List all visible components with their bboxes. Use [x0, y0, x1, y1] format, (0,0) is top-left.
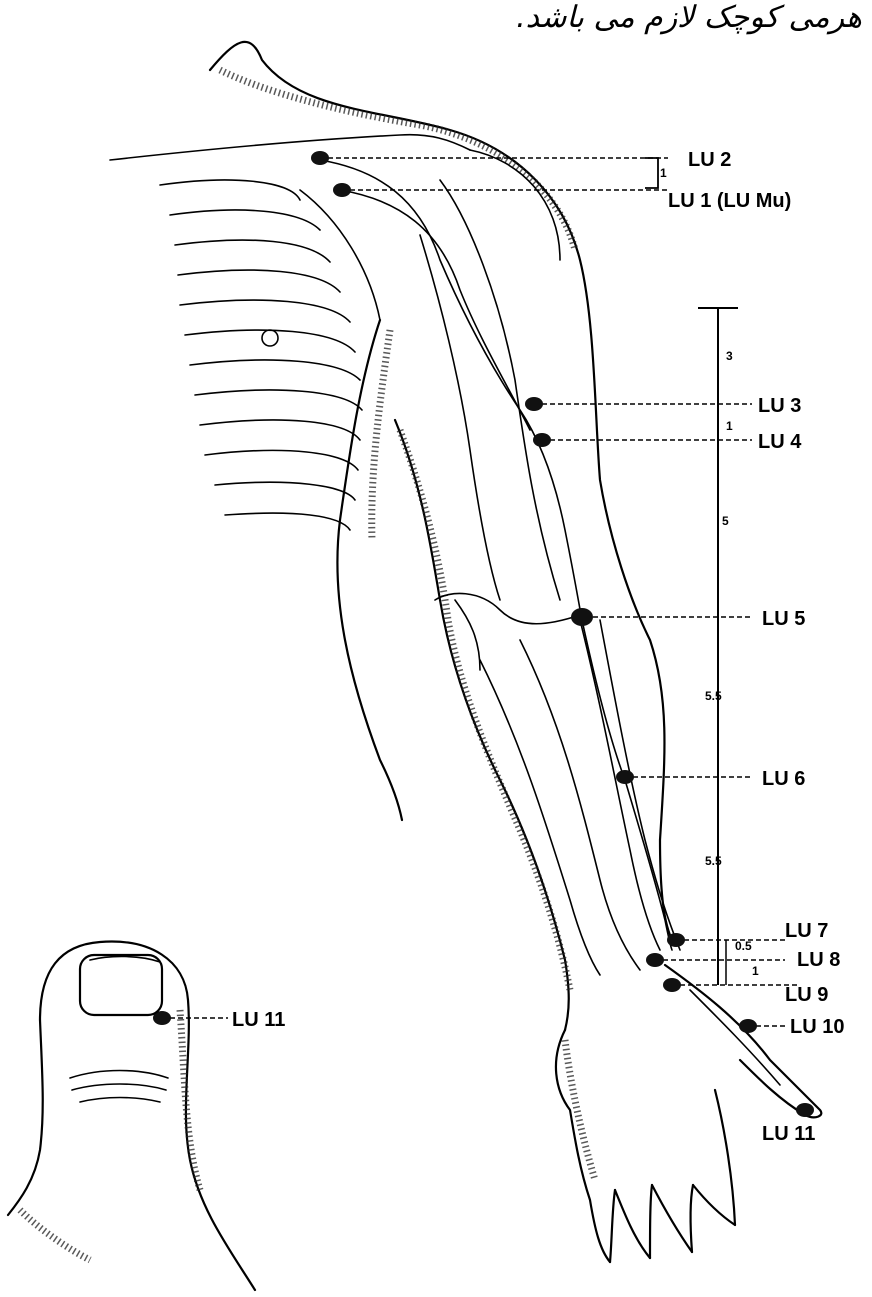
acupoints: [153, 151, 814, 1117]
label-lu7: LU 7: [785, 920, 828, 942]
torso-side: [300, 190, 402, 820]
shoulder-gap: 1: [660, 166, 667, 180]
point-lu10: [739, 1019, 757, 1033]
label-lu9: LU 9: [785, 984, 828, 1006]
label-lu1: LU 1 (LU Mu): [668, 190, 791, 212]
point-lu7: [667, 933, 685, 947]
scale-seg-6: 0.5: [735, 939, 752, 953]
label-lu4: LU 4: [758, 431, 802, 453]
label-lu6: LU 6: [762, 768, 805, 790]
label-lu3: LU 3: [758, 395, 801, 417]
point-lu9: [663, 978, 681, 992]
scale-seg-2: 1: [726, 419, 733, 433]
scale-seg-5: 5.5: [705, 854, 722, 868]
label-lu10: LU 10: [790, 1016, 844, 1038]
scale-seg-7: 1: [752, 964, 759, 978]
point-lu6: [616, 770, 634, 784]
point-lu5: [571, 608, 593, 626]
label-lu11-thumb: LU 11: [232, 1009, 285, 1031]
scale-seg-1: 3: [726, 349, 733, 363]
point-lu8: [646, 953, 664, 967]
hand-outline: [556, 965, 821, 1262]
point-lu1: [333, 183, 351, 197]
measurement-scale: 3 1 5 5.5 5.5 0.5 1 1: [645, 158, 759, 985]
arm-outline: [320, 160, 680, 1030]
point-lu3: [525, 397, 543, 411]
leader-lines: [162, 158, 800, 1026]
label-lu8: LU 8: [797, 949, 840, 971]
label-lu11-hand: LU 11: [762, 1123, 815, 1145]
label-lu5: LU 5: [762, 608, 805, 630]
scale-seg-3: 5: [722, 514, 729, 528]
shoulder-outline: [110, 42, 675, 945]
point-lu4: [533, 433, 551, 447]
thumb-inset: [8, 942, 255, 1290]
point-labels: LU 2 LU 1 (LU Mu) LU 3 LU 4 LU 5 LU 6 LU…: [232, 149, 844, 1145]
scale-seg-4: 5.5: [705, 689, 722, 703]
point-lu11-hand: [796, 1103, 814, 1117]
point-lu2: [311, 151, 329, 165]
rib-lines: [160, 180, 362, 530]
label-lu2: LU 2: [688, 149, 731, 171]
